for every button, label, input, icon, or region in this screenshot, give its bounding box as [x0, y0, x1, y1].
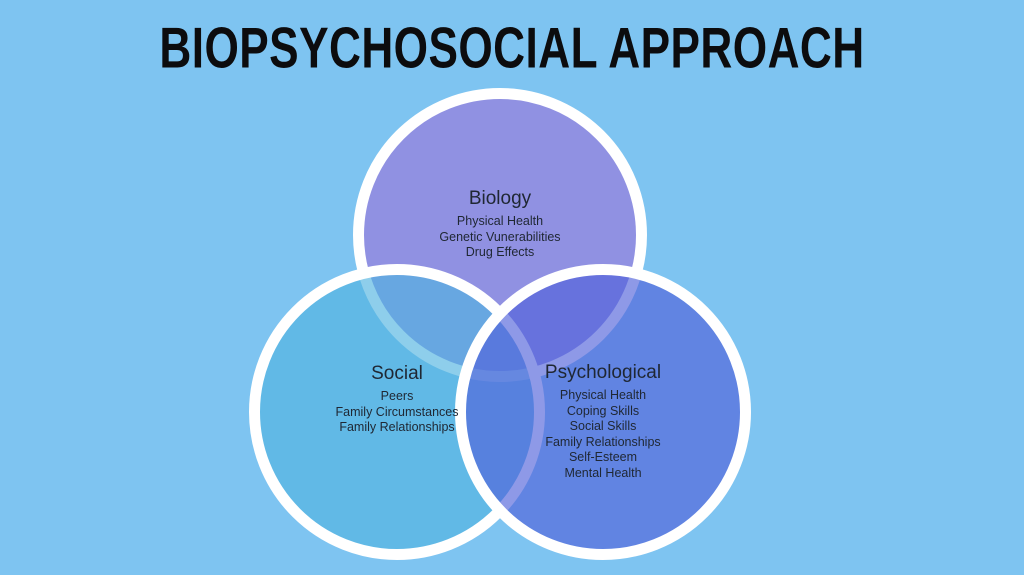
list-item: Physical Health	[456, 214, 544, 228]
page-title: BIOPSYCHOSOCIAL APPROACH	[159, 16, 865, 81]
list-item: Family Relationships	[339, 420, 455, 434]
list-item: Self-Esteem	[568, 450, 638, 464]
social-circle-title: Social	[371, 363, 423, 384]
list-item: Coping Skills	[566, 403, 640, 418]
social-label-group: Social Peers Family Circumstances Family…	[249, 361, 545, 436]
list-item: Family Circumstances	[335, 404, 459, 419]
social-items-list: Peers Family Circumstances Family Relati…	[249, 389, 545, 436]
biology-label-group: Biology Physical Health Genetic Vunerabi…	[353, 186, 647, 261]
list-item: Social Skills	[569, 419, 637, 433]
psychological-circle-title: Psychological	[544, 362, 662, 383]
list-item: Physical Health	[559, 388, 647, 402]
list-item: Mental Health	[564, 465, 642, 480]
list-item: Drug Effects	[465, 245, 535, 259]
psychological-circle	[455, 264, 751, 560]
list-item: Peers	[380, 389, 414, 403]
psychological-items-list: Physical Health Coping Skills Social Ski…	[455, 388, 751, 481]
biology-items-list: Physical Health Genetic Vunerabilities D…	[353, 214, 647, 261]
list-item: Family Relationships	[545, 434, 661, 449]
biology-circle-title: Biology	[468, 188, 532, 209]
psychological-label-group: Psychological Physical Health Coping Ski…	[455, 360, 751, 481]
list-item: Genetic Vunerabilities	[439, 229, 561, 244]
